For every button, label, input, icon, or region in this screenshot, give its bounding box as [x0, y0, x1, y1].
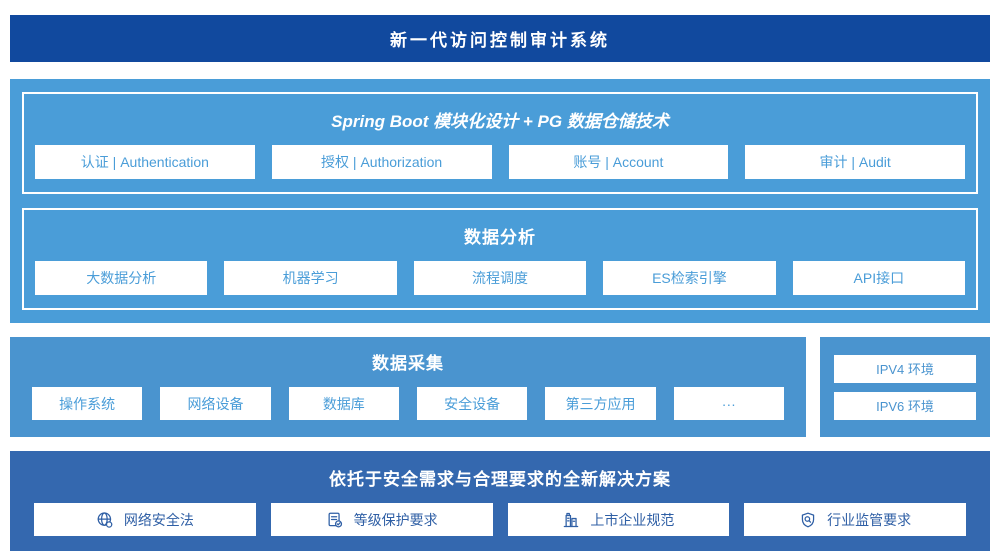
- env-box-ipv6: IPV6 环境: [834, 391, 976, 420]
- solution-panel: 依托于安全需求与合理要求的全新解决方案 网络安全法: [10, 451, 990, 551]
- module-box-audit: 审计 | Audit: [745, 145, 965, 179]
- system-title-banner: 新一代访问控制审计系统: [10, 15, 990, 62]
- analysis-box-api: API接口: [792, 261, 966, 295]
- collection-box-network-device: 网络设备: [160, 387, 271, 420]
- analysis-section: 数据分析 大数据分析 机器学习 流程调度 ES检索引擎 API接口: [22, 208, 978, 310]
- collection-box-security-device: 安全设备: [416, 387, 528, 420]
- collection-panel: 数据采集 操作系统 网络设备 数据库 安全设备 第三方应用 ···: [10, 337, 806, 437]
- solution-box-industry-regulation: 行业监管要求: [744, 503, 966, 536]
- module-box-authentication: 认证 | Authentication: [35, 145, 255, 179]
- building-icon: [562, 511, 580, 529]
- solution-label: 网络安全法: [123, 511, 194, 528]
- collection-title: 数据采集: [372, 354, 444, 373]
- modules-section: Spring Boot 模块化设计 + PG 数据仓储技术 认证 | Authe…: [22, 92, 978, 194]
- modules-row: 认证 | Authentication 授权 | Authorization 账…: [35, 145, 965, 179]
- solution-box-listed-company: 上市企业规范: [507, 503, 730, 536]
- analysis-box-ml: 机器学习: [224, 261, 397, 295]
- collection-box-os: 操作系统: [32, 387, 143, 420]
- analysis-box-es: ES检索引擎: [603, 261, 776, 295]
- system-title: 新一代访问控制审计系统: [390, 31, 610, 50]
- module-box-authorization: 授权 | Authorization: [271, 145, 492, 179]
- analysis-section-title: 数据分析: [464, 228, 536, 247]
- solution-label: 等级保护要求: [353, 511, 438, 528]
- globe-icon: [96, 511, 114, 529]
- solution-title: 依托于安全需求与合理要求的全新解决方案: [329, 470, 671, 489]
- analysis-row: 大数据分析 机器学习 流程调度 ES检索引擎 API接口: [35, 261, 966, 295]
- collection-box-more: ···: [673, 387, 784, 420]
- analysis-box-workflow: 流程调度: [413, 261, 587, 295]
- platform-panel: Spring Boot 模块化设计 + PG 数据仓储技术 认证 | Authe…: [10, 79, 990, 323]
- solution-label: 上市企业规范: [590, 511, 675, 528]
- solution-box-level-protection: 等级保护要求: [270, 503, 493, 536]
- module-box-account: 账号 | Account: [508, 145, 729, 179]
- solution-label: 行业监管要求: [827, 511, 912, 528]
- middle-row: 数据采集 操作系统 网络设备 数据库 安全设备 第三方应用 ··· IPV4 环…: [10, 337, 990, 437]
- shield-search-icon: [799, 511, 817, 529]
- collection-box-thirdparty: 第三方应用: [545, 387, 656, 420]
- solution-box-cybersecurity-law: 网络安全法: [34, 503, 256, 536]
- page: 新一代访问控制审计系统 Spring Boot 模块化设计 + PG 数据仓储技…: [10, 15, 990, 551]
- collection-box-database: 数据库: [288, 387, 399, 420]
- analysis-box-bigdata: 大数据分析: [35, 261, 208, 295]
- environment-panel: IPV4 环境 IPV6 环境: [820, 337, 990, 437]
- collection-row: 操作系统 网络设备 数据库 安全设备 第三方应用 ···: [32, 387, 784, 420]
- document-check-icon: [326, 511, 344, 529]
- solution-row: 网络安全法 等级保护要求: [34, 503, 966, 536]
- env-box-ipv4: IPV4 环境: [834, 354, 976, 383]
- modules-section-title: Spring Boot 模块化设计 + PG 数据仓储技术: [331, 112, 669, 131]
